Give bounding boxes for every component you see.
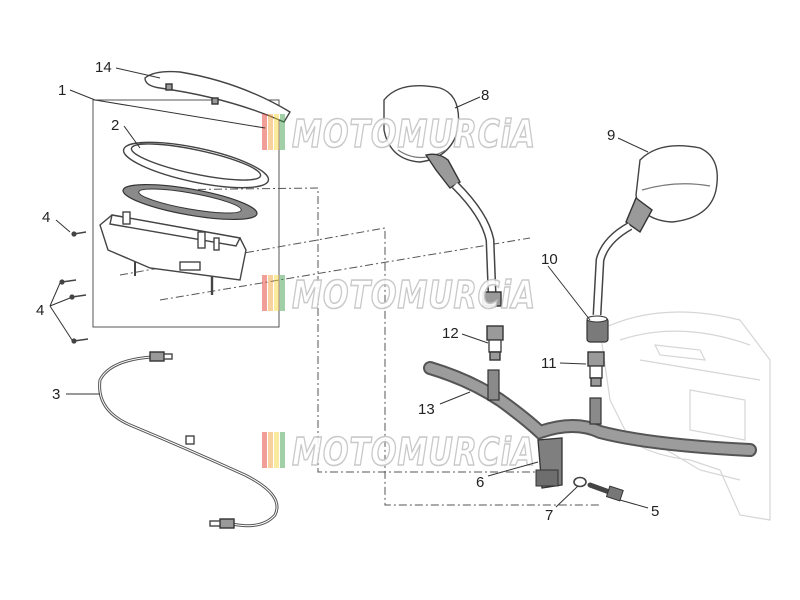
leader-lines <box>49 67 649 509</box>
watermark-stripe <box>268 114 273 150</box>
label-4-single: 4 <box>42 209 50 226</box>
assembly-lines <box>119 187 600 506</box>
speedo-lens <box>122 141 270 189</box>
watermark-stripe <box>280 432 285 468</box>
label-14: 14 <box>95 59 112 76</box>
watermark-text: MOTOMURCiA <box>292 112 536 156</box>
speedo-cover <box>144 70 291 123</box>
watermark-stripe <box>274 275 279 311</box>
watermark-1: MOTOMURCiA <box>262 111 536 157</box>
handlebar-clamp <box>535 437 563 489</box>
watermark-text: MOTOMURCiA <box>292 430 536 474</box>
watermark-stripe <box>274 432 279 468</box>
mirror-right <box>592 145 718 316</box>
watermark-stripe <box>262 114 267 150</box>
label-9: 9 <box>607 127 615 144</box>
label-5: 5 <box>651 503 659 520</box>
label-2: 2 <box>111 117 119 134</box>
screws <box>59 231 89 344</box>
label-13: 13 <box>418 401 435 418</box>
watermark-stripe <box>268 275 273 311</box>
group-box-1 <box>92 99 280 328</box>
watermark-3: MOTOMURCiA <box>262 429 536 475</box>
watermark-stripe <box>262 432 267 468</box>
label-6: 6 <box>476 474 484 491</box>
label-11: 11 <box>541 355 557 372</box>
label-12: 12 <box>442 325 459 342</box>
label-4-group: 4 <box>36 302 44 319</box>
label-3: 3 <box>52 386 60 403</box>
label-7: 7 <box>545 507 553 524</box>
washer <box>573 476 587 488</box>
adapter-sleeve <box>586 315 609 343</box>
watermark-group: MOTOMURCiA MOTOMURCiA MOTOMURCiA <box>262 111 536 475</box>
watermark-stripe <box>280 114 285 150</box>
bolt-right <box>587 351 605 387</box>
instrument-housing <box>99 211 247 295</box>
label-1: 1 <box>58 82 66 99</box>
label-10: 10 <box>541 251 558 268</box>
watermark-2: MOTOMURCiA <box>262 272 536 318</box>
clamp-bolt <box>587 482 624 502</box>
label-8: 8 <box>481 87 489 104</box>
watermark-stripe <box>274 114 279 150</box>
watermark-stripe <box>280 275 285 311</box>
mirror-left <box>383 85 502 307</box>
handlebar <box>423 361 757 457</box>
watermark-stripe <box>262 275 267 311</box>
scooter-body-outline <box>599 311 771 521</box>
speedo-gasket <box>122 183 258 221</box>
watermark-text: MOTOMURCiA <box>292 273 536 317</box>
speedo-cable <box>98 351 279 529</box>
watermark-stripe <box>268 432 273 468</box>
bolt-left <box>486 325 504 361</box>
